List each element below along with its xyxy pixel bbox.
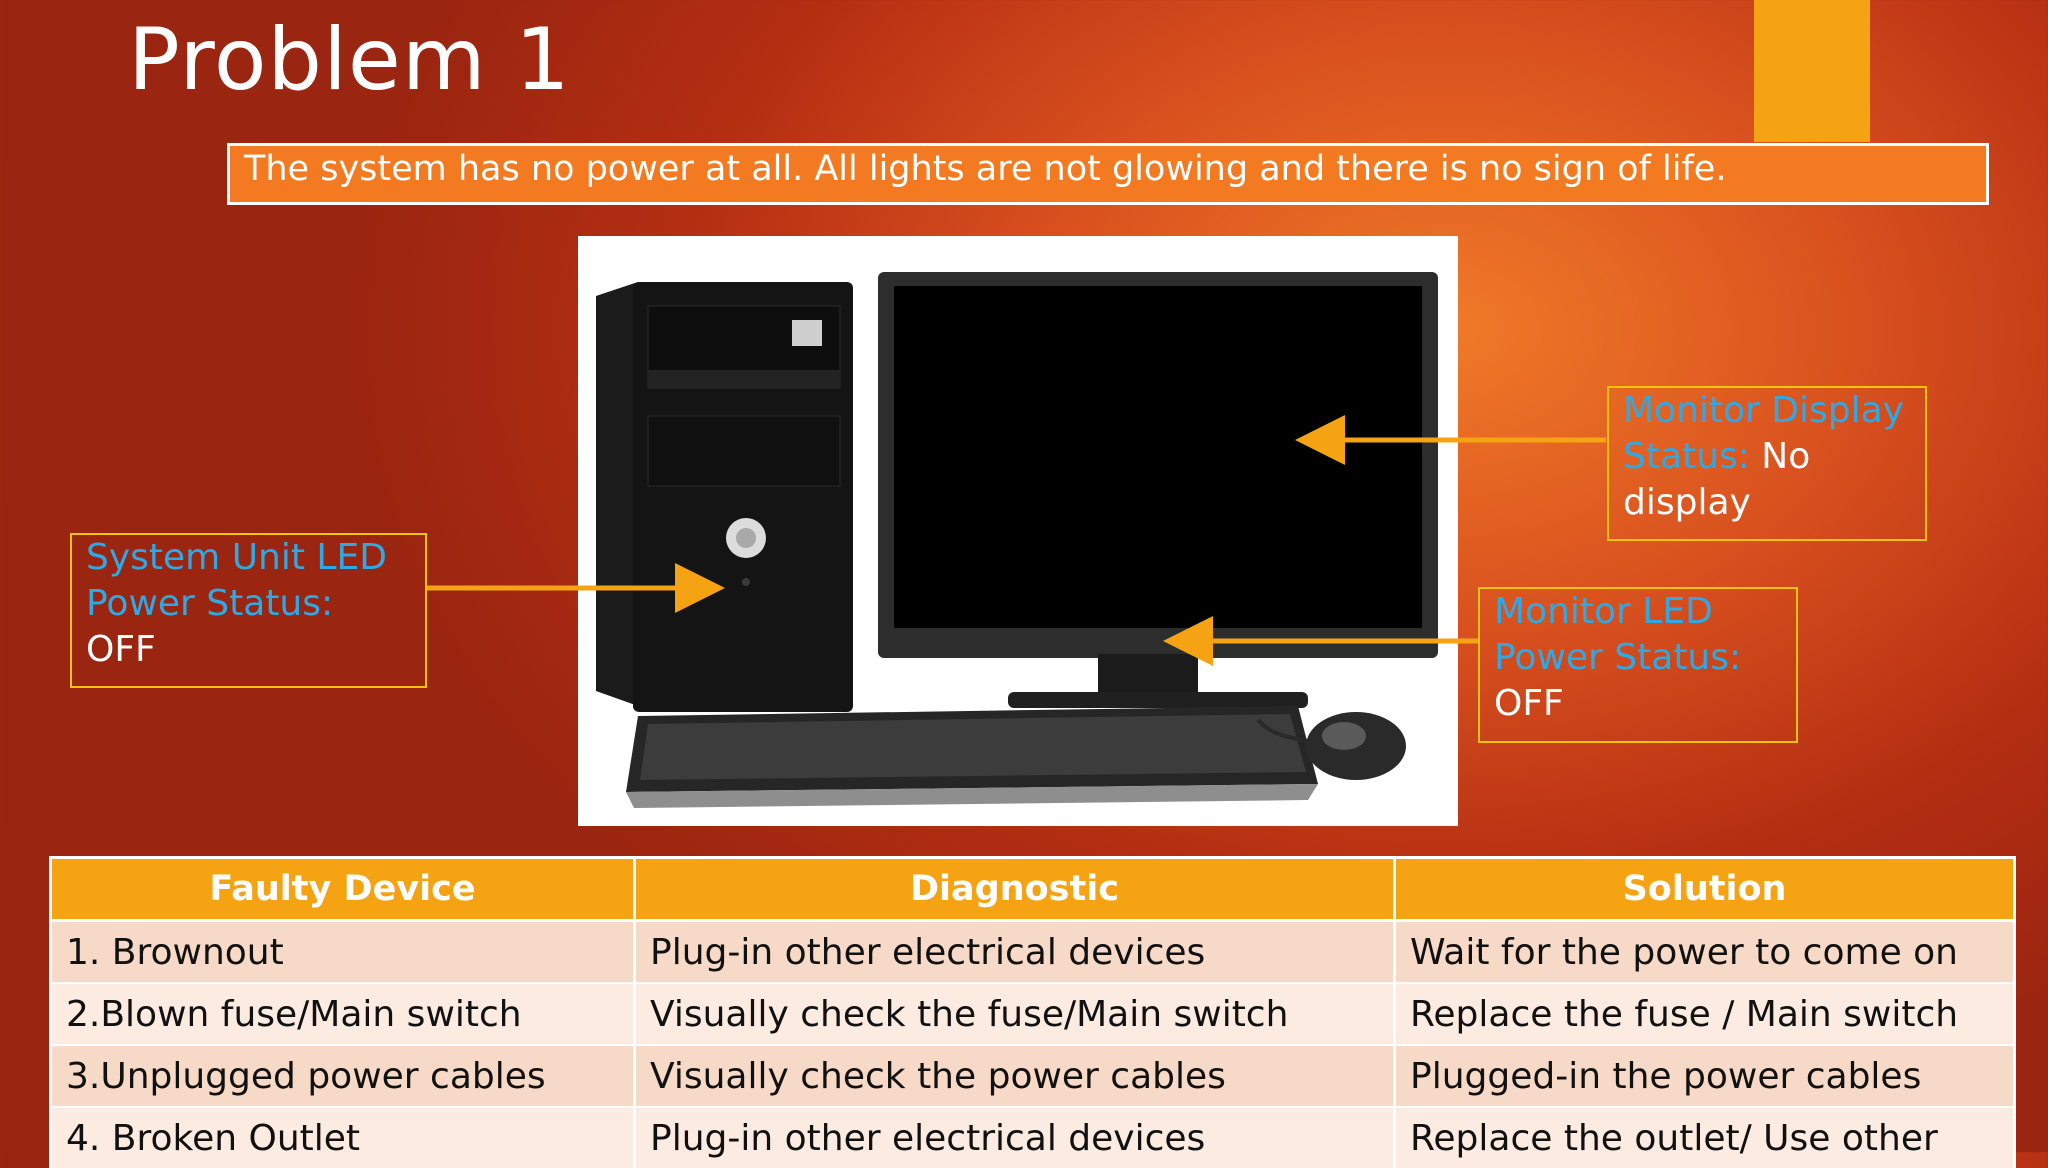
cell-diagnostic: Plug-in other electrical devices — [633, 1106, 1396, 1168]
cell-faulty-device: 3.Unplugged power cables — [49, 1044, 636, 1107]
header-diagnostic: Diagnostic — [633, 856, 1396, 922]
table-row: 4. Broken Outlet Plug-in other electrica… — [49, 1106, 2016, 1168]
cell-solution: Replace the fuse / Main switch — [1393, 982, 2016, 1045]
cell-faulty-device: 1. Brownout — [49, 919, 636, 983]
monitor-led-callout: Monitor LED Power Status: OFF — [1478, 587, 1798, 743]
cell-diagnostic: Visually check the power cables — [633, 1044, 1396, 1107]
table-row: 1. Brownout Plug-in other electrical dev… — [49, 919, 2016, 983]
monitor-led-label: Monitor LED Power Status: — [1494, 591, 1742, 678]
system-unit-value: OFF — [86, 629, 156, 670]
monitor-display-value: No display — [1623, 436, 1811, 523]
accent-bar — [1754, 0, 1870, 142]
header-solution: Solution — [1393, 856, 2016, 922]
cell-solution: Replace the outlet/ Use other — [1393, 1106, 2016, 1168]
cell-diagnostic: Visually check the fuse/Main switch — [633, 982, 1396, 1045]
keyboard-icon — [626, 706, 1318, 808]
cell-solution: Plugged-in the power cables — [1393, 1044, 2016, 1107]
monitor-led-value: OFF — [1494, 683, 1564, 724]
computer-photo — [578, 236, 1458, 826]
cell-solution: Wait for the power to come on — [1393, 919, 2016, 983]
computer-illustration — [596, 272, 1438, 808]
table-header-row: Faulty Device Diagnostic Solution — [49, 856, 2016, 922]
cell-diagnostic: Plug-in other electrical devices — [633, 919, 1396, 983]
problem-statement: The system has no power at all. All ligh… — [227, 143, 1989, 205]
computer-tower-icon — [596, 282, 853, 712]
system-unit-callout: System Unit LED Power Status: OFF — [70, 533, 427, 688]
mouse-icon — [1256, 712, 1406, 780]
troubleshooting-table: Faulty Device Diagnostic Solution 1. Bro… — [49, 856, 2016, 1168]
cell-faulty-device: 4. Broken Outlet — [49, 1106, 636, 1168]
table-row: 2.Blown fuse/Main switch Visually check … — [49, 982, 2016, 1045]
monitor-display-label: Monitor Display Status: — [1623, 390, 1904, 477]
slide-title: Problem 1 — [128, 10, 571, 110]
header-faulty-device: Faulty Device — [49, 856, 636, 922]
cell-faulty-device: 2.Blown fuse/Main switch — [49, 982, 636, 1045]
monitor-display-callout: Monitor Display Status: No display — [1607, 386, 1927, 541]
system-unit-label: System Unit LED Power Status: — [86, 537, 387, 624]
table-row: 3.Unplugged power cables Visually check … — [49, 1044, 2016, 1107]
